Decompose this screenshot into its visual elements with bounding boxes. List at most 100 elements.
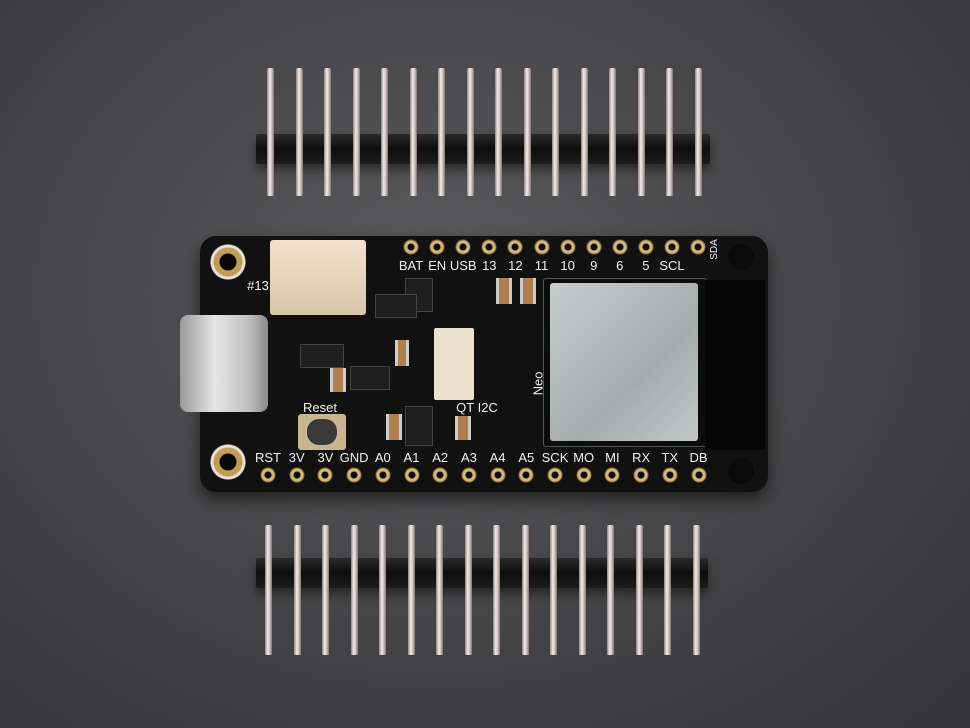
bottom-pin-header: [256, 558, 708, 588]
antenna-area: [705, 280, 765, 450]
jst-battery-connector: [270, 240, 366, 315]
pin-pad: [317, 467, 334, 483]
bottom-pin-label: A4: [489, 450, 506, 465]
pin-pad: [518, 467, 535, 483]
header-pin: [666, 68, 673, 196]
header-pin: [464, 525, 472, 655]
header-pin: [692, 525, 700, 655]
header-pin: [580, 68, 588, 196]
top-pin-label: SDA: [708, 239, 720, 260]
top-pin-label: 12: [508, 258, 523, 273]
top-pin-label: 11: [534, 258, 549, 273]
pin-pad: [429, 239, 446, 255]
pin-pad: [690, 467, 707, 483]
pin-pad: [611, 239, 628, 255]
reset-label: Reset: [303, 400, 337, 415]
pin-pad: [633, 467, 650, 483]
header-pin: [521, 525, 529, 655]
mounting-hole: [728, 244, 754, 270]
header-pin: [436, 525, 443, 655]
header-pin: [607, 525, 614, 655]
bottom-pin-label: A1: [403, 450, 420, 465]
pin-pad: [460, 467, 477, 483]
header-pin: [550, 525, 557, 655]
header-pin: [609, 68, 616, 196]
reset-button: [298, 414, 346, 450]
neopixel-label: Neo: [530, 371, 546, 396]
usb-c-connector: [180, 315, 268, 412]
header-pin: [523, 68, 531, 196]
header-pin: [466, 68, 474, 196]
bottom-pin-label: A0: [374, 450, 391, 465]
pin-pad: [575, 467, 592, 483]
pin-pad: [661, 467, 678, 483]
bottom-pin-label: MI: [605, 450, 620, 465]
header-pin: [409, 68, 417, 196]
bottom-pin-label: A2: [432, 450, 449, 465]
top-pin-label: USB: [449, 258, 477, 273]
pin-pad: [288, 467, 305, 483]
bottom-pin-label: A5: [518, 450, 535, 465]
header-pin: [322, 525, 329, 655]
mounting-hole: [209, 243, 247, 281]
pin-pad: [432, 467, 449, 483]
top-pin-header: [256, 134, 710, 164]
bottom-pin-label: 3V: [317, 450, 334, 465]
header-pin: [664, 525, 671, 655]
pin-pad: [604, 467, 621, 483]
top-pin-label: BAT: [398, 258, 424, 273]
header-pin: [381, 68, 388, 196]
header-pin: [295, 68, 303, 196]
pin-pad: [664, 239, 680, 255]
pin-pad: [455, 239, 472, 255]
bottom-pin-label: MO: [573, 450, 595, 465]
stemma-label: QT I2C: [456, 400, 498, 415]
header-pin: [495, 68, 502, 196]
top-pin-label: SCL: [659, 258, 685, 273]
header-pin: [637, 68, 645, 196]
top-pin-label: 13: [482, 258, 497, 273]
header-pin: [635, 525, 643, 655]
top-pin-label: 6: [616, 258, 624, 273]
pin-pad: [374, 467, 391, 483]
pin-pad: [403, 239, 419, 255]
led-label: #13: [247, 278, 269, 293]
bottom-pin-label: RST: [255, 450, 281, 465]
header-pin: [407, 525, 415, 655]
pin-pad: [507, 239, 524, 255]
pin-pad: [489, 467, 506, 483]
bottom-pin-label: TX: [661, 450, 679, 465]
header-pin: [493, 525, 500, 655]
header-pin: [379, 525, 386, 655]
header-pin: [350, 525, 358, 655]
mounting-hole: [728, 458, 754, 484]
top-pin-label: 5: [642, 258, 650, 273]
header-pin: [578, 525, 586, 655]
header-pin: [265, 525, 272, 655]
bottom-pin-label: A3: [460, 450, 477, 465]
header-pin: [552, 68, 559, 196]
stemma-qt-connector: [434, 328, 474, 400]
mounting-hole: [209, 443, 247, 481]
header-pin: [438, 68, 445, 196]
header-pin: [293, 525, 301, 655]
pin-pad: [559, 239, 576, 255]
bottom-pin-label: GND: [339, 450, 369, 465]
header-pin: [267, 68, 274, 196]
top-pin-label: 9: [590, 258, 598, 273]
bottom-pin-label: SCK: [541, 450, 569, 465]
top-pin-label: EN: [428, 258, 447, 273]
pin-pad: [346, 467, 363, 483]
bottom-pin-label: 3V: [288, 450, 305, 465]
pin-pad: [403, 467, 420, 483]
pin-pad: [690, 239, 707, 255]
header-pin: [324, 68, 331, 196]
bottom-pin-label: RX: [632, 450, 651, 465]
pin-pad: [585, 239, 602, 255]
pin-pad: [637, 239, 654, 255]
wifi-module: [543, 278, 707, 447]
top-pin-label: 10: [560, 258, 575, 273]
pin-pad: [481, 239, 498, 255]
module-shield: [550, 283, 698, 441]
